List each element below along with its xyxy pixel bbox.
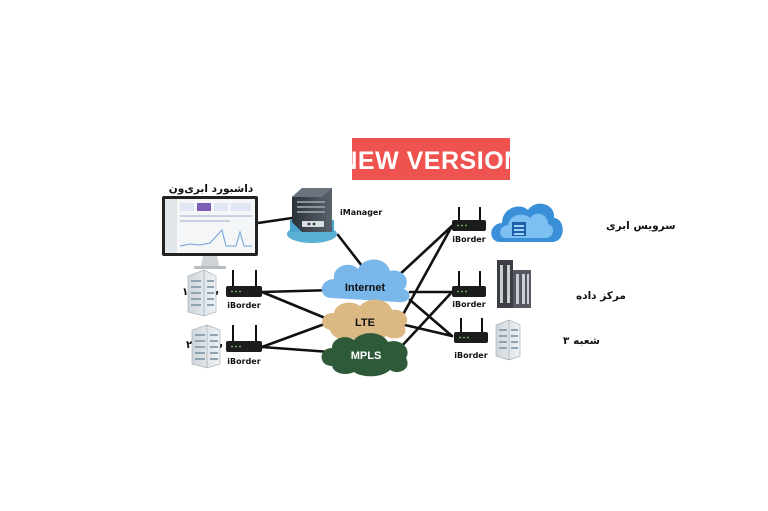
- datacenter-icon: [497, 260, 531, 308]
- router-right-mid-label: iBorder: [452, 300, 485, 309]
- branch-3: شعبه ۳: [495, 319, 600, 361]
- router-right-top-label: iBorder: [452, 235, 485, 244]
- datacenter-label: مرکز داده: [576, 290, 626, 302]
- router-icon: [226, 341, 262, 352]
- internet-label: Internet: [345, 282, 386, 294]
- lte-label: LTE: [355, 317, 375, 329]
- datacenter: مرکز داده: [497, 260, 626, 308]
- imanager-server: iManager: [287, 188, 382, 243]
- mpls-cloud: MPLS: [321, 333, 408, 377]
- branch-3-label: شعبه ۳: [563, 335, 600, 347]
- router-left-bottom: iBorder: [226, 325, 262, 366]
- router-right-top: iBorder: [452, 207, 486, 244]
- connection-lines: [256, 216, 454, 354]
- branch-1: شعبه ۱: [182, 269, 219, 317]
- dashboard-monitor: داشبورد ابری‌ون: [162, 183, 258, 269]
- cloud-service-icon: [491, 203, 563, 242]
- new-version-badge: NEW VERSION: [339, 138, 522, 180]
- router-right-bottom: iBorder: [454, 318, 488, 360]
- cloud-service-label: سرویس ابری: [606, 220, 676, 232]
- internet-cloud: Internet: [321, 259, 410, 303]
- dashboard-label: داشبورد ابری‌ون: [169, 183, 254, 195]
- badge-text: NEW VERSION: [339, 147, 522, 175]
- mpls-label: MPLS: [351, 350, 382, 362]
- router-icon: [226, 286, 262, 297]
- building-icon: [191, 324, 221, 369]
- building-icon: [495, 319, 521, 361]
- router-icon: [452, 286, 486, 297]
- router-icon: [452, 220, 486, 231]
- building-icon: [187, 269, 217, 317]
- cloud-service: سرویس ابری: [491, 203, 676, 242]
- router-left-bottom-label: iBorder: [227, 357, 260, 366]
- router-left-top-label: iBorder: [227, 301, 260, 310]
- router-icon: [454, 332, 488, 343]
- imanager-label: iManager: [340, 208, 382, 217]
- router-right-mid: iBorder: [452, 271, 486, 309]
- lte-cloud: LTE: [322, 299, 408, 343]
- router-right-bottom-label: iBorder: [454, 351, 487, 360]
- router-left-top: iBorder: [226, 270, 262, 310]
- branch-2: شعبه ۲: [186, 324, 223, 369]
